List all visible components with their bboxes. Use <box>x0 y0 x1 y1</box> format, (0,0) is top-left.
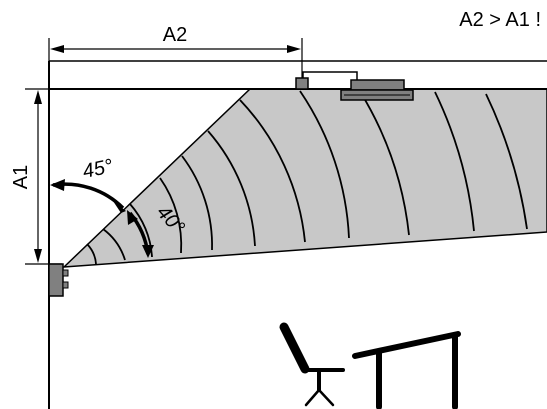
label-a2: A2 <box>163 24 187 46</box>
arrowhead-bottom <box>34 249 42 263</box>
angle-45-indicator <box>50 179 126 213</box>
label-angle-45: 45° <box>81 155 115 183</box>
detection-arc <box>360 92 410 236</box>
ceiling-sensor <box>295 77 309 90</box>
detection-arc <box>485 93 528 230</box>
detection-arc <box>159 177 183 254</box>
office-desk <box>352 331 461 409</box>
arrowhead-right <box>287 45 301 53</box>
detection-arc <box>129 203 153 258</box>
dimension-a2 <box>48 38 303 86</box>
ceiling-lamp-body <box>350 79 405 91</box>
detection-arc <box>239 99 306 243</box>
detection-arc <box>86 243 97 265</box>
detection-arc <box>207 130 256 247</box>
detection-arc <box>102 228 126 261</box>
coverage-area <box>61 88 547 268</box>
detection-arc <box>299 90 350 239</box>
detection-arcs <box>86 90 528 265</box>
arrowhead-left <box>50 45 64 53</box>
ceiling-fixtures <box>295 71 414 101</box>
detection-arc <box>434 91 475 232</box>
label-a1: A1 <box>10 165 32 189</box>
office-chair <box>279 322 345 407</box>
detection-arc <box>181 155 213 251</box>
ceiling-cable <box>302 71 358 80</box>
wall-detector <box>48 263 69 297</box>
note-a2-greater-a1: A2 > A1 ! <box>459 9 541 31</box>
arrowhead-top <box>34 90 42 104</box>
angle-40-indicator <box>127 210 154 258</box>
